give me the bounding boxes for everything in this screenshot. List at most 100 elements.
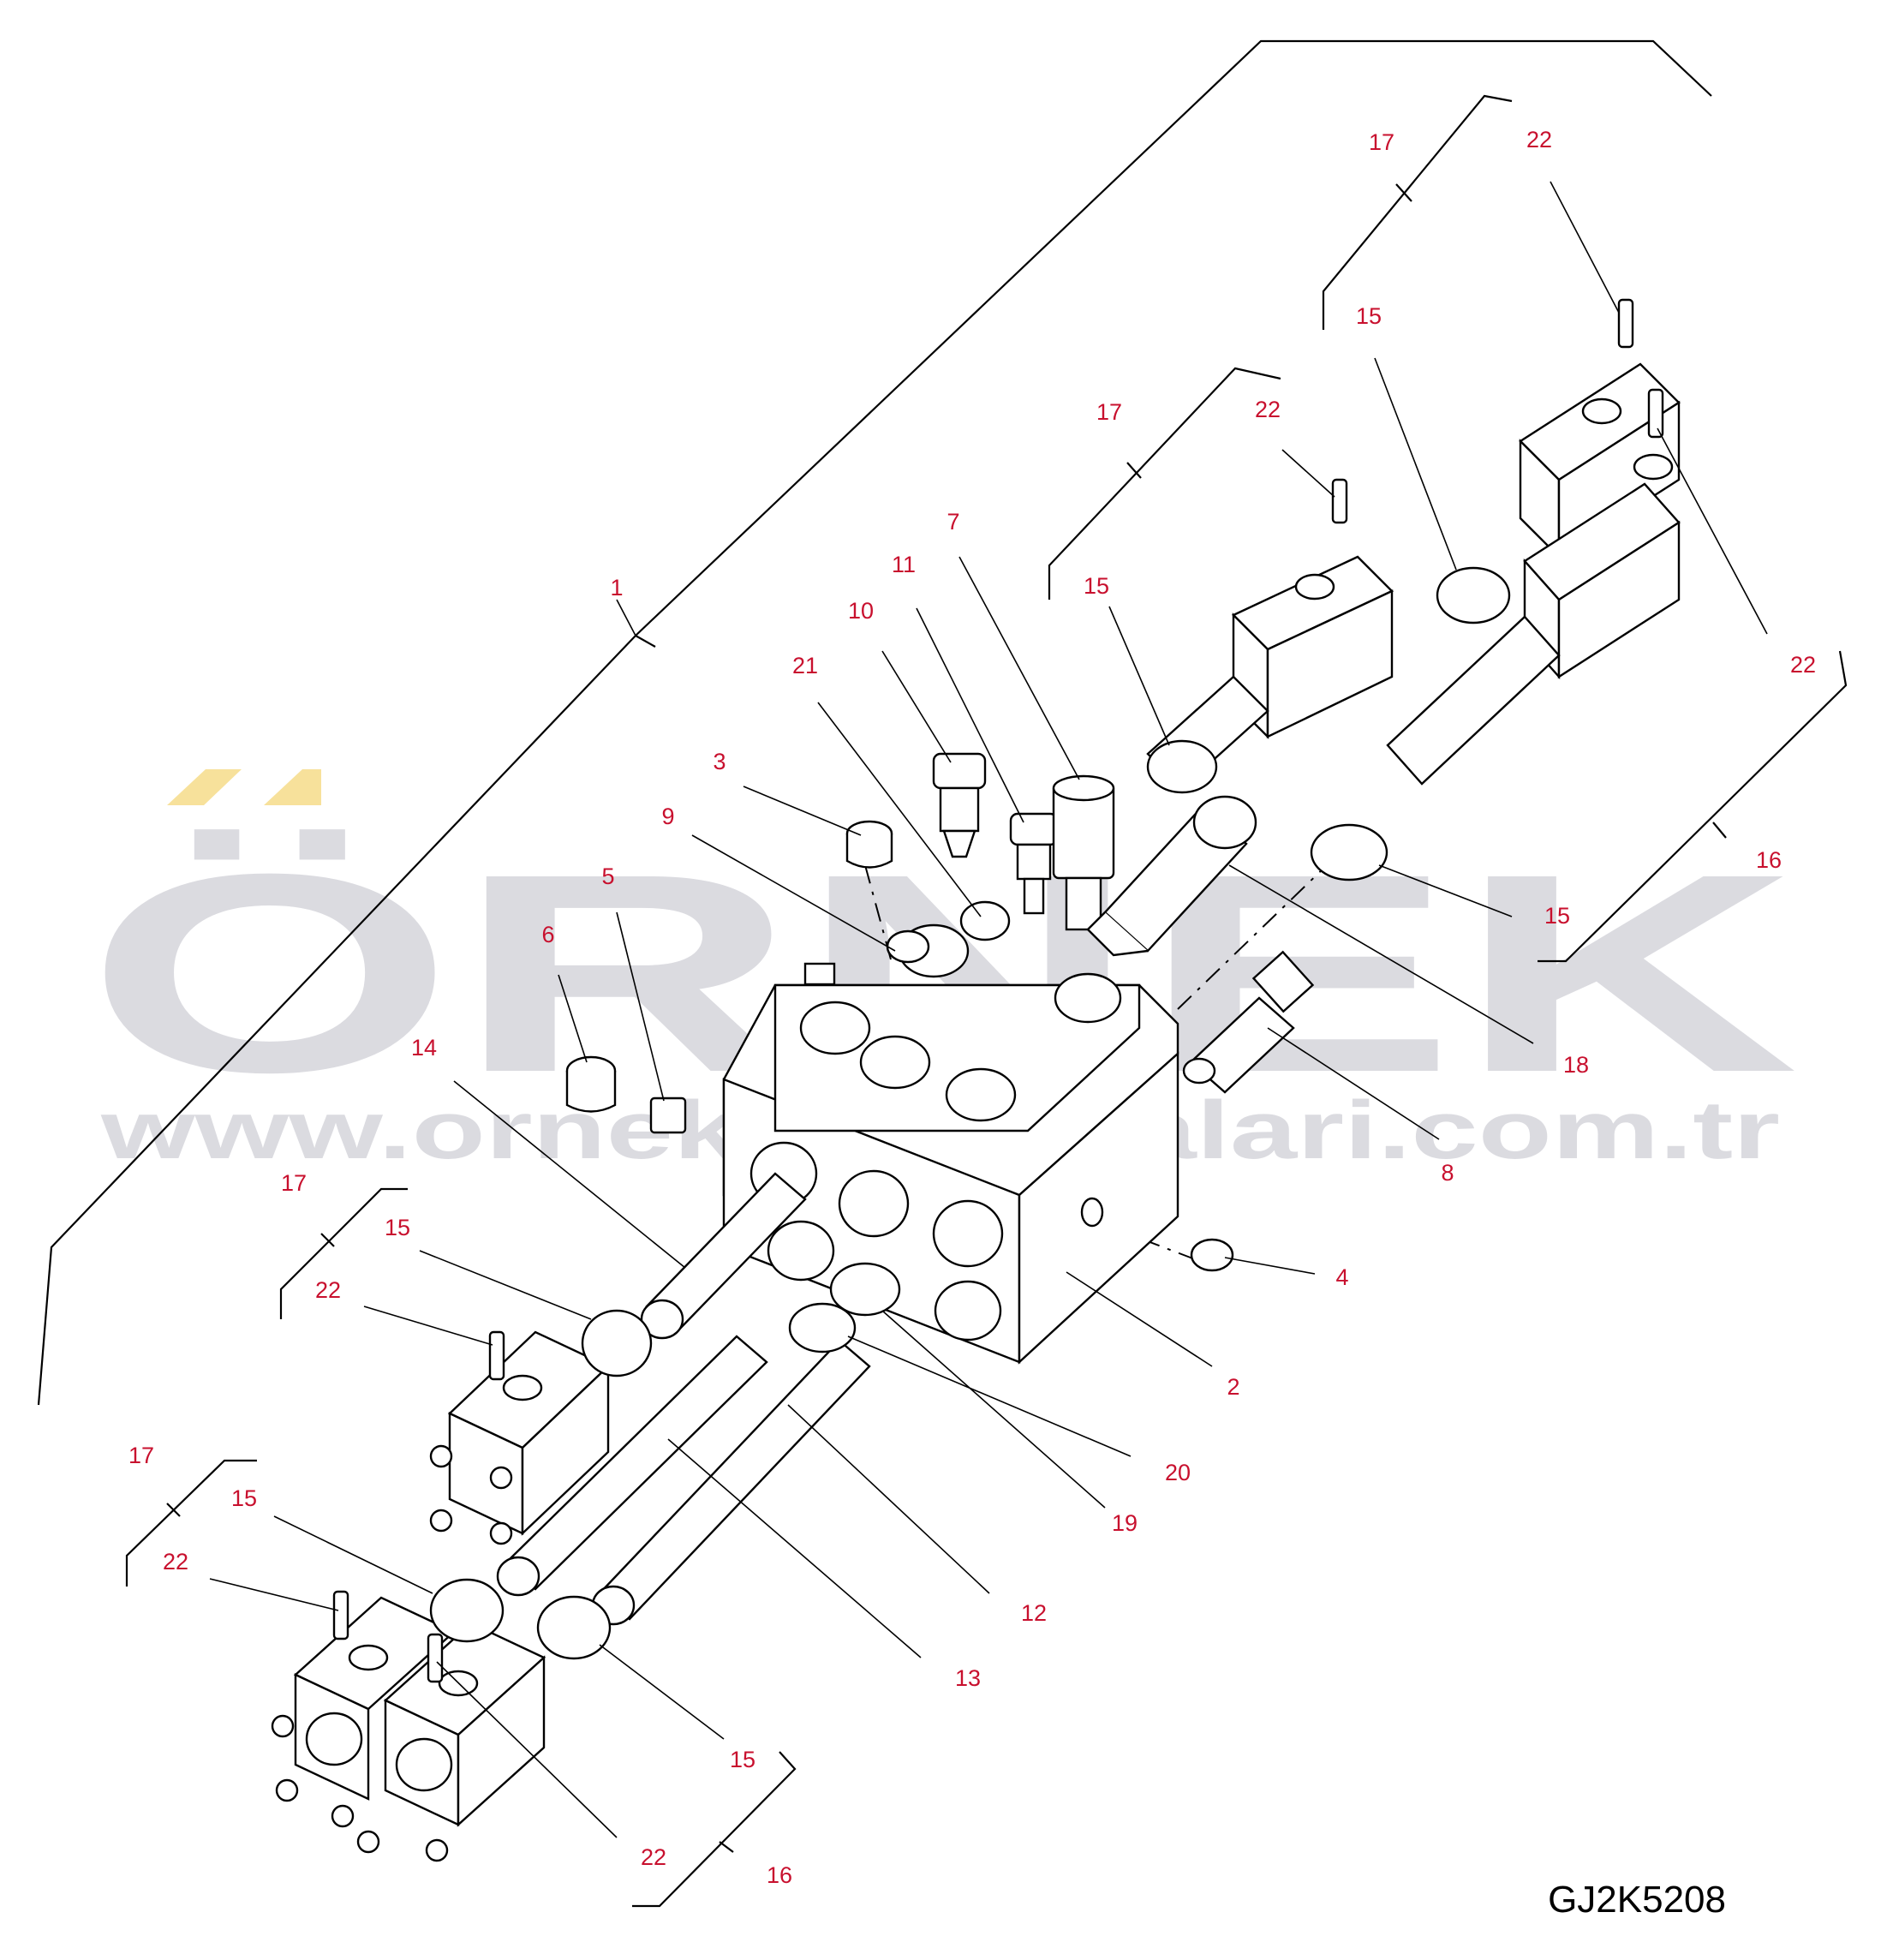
- valve-body-front-port-4: [767, 1220, 835, 1282]
- grease-fitting-bottom-left-a: [332, 1590, 349, 1640]
- leader-3: [743, 786, 862, 836]
- valve-body-tag: [803, 962, 836, 986]
- cap-top-right-b-side: [1557, 520, 1681, 679]
- callout-7: 7: [946, 509, 959, 535]
- leader-22f: [436, 1661, 618, 1838]
- leader-13: [667, 1438, 922, 1658]
- callout-6: 6: [541, 922, 554, 947]
- cap-top-right-a-side: [1557, 400, 1681, 559]
- ring-20: [788, 1302, 857, 1353]
- cap-bottom-left-port-a: [348, 1644, 389, 1671]
- cap-assembly-bottom-left: [271, 1578, 612, 1862]
- cap-assembly-lower-left: [429, 1309, 653, 1545]
- sleeve-5: [649, 1097, 687, 1134]
- bolt-bottom-left-4: [356, 1830, 380, 1854]
- cap-assembly-middle: [1146, 478, 1394, 794]
- cap-lower-left-side: [521, 1364, 610, 1536]
- cap-top-right-port-a: [1581, 397, 1622, 425]
- leader-15b: [1108, 606, 1170, 746]
- bracket-assembly-1: [37, 39, 1712, 1406]
- drawing-code: GJ2K5208: [1548, 1879, 1726, 1921]
- top-cartridges: [565, 752, 1234, 1272]
- bolt-lower-left-2: [429, 1509, 453, 1533]
- watermark-accent-right: [264, 769, 321, 805]
- cap-assembly-top-right: [1310, 298, 1681, 881]
- callout-22-lower-left: 22: [315, 1277, 341, 1303]
- spool-18-tip: [1086, 911, 1149, 957]
- cartridge-11-stem: [1023, 877, 1045, 915]
- valve-body-port-4: [1054, 972, 1122, 1024]
- leader-4: [1224, 1257, 1316, 1275]
- callout-17-top-right: 17: [1369, 129, 1394, 155]
- callout-15-right: 15: [1544, 903, 1570, 929]
- leader-5: [616, 911, 665, 1102]
- leader-15d: [419, 1250, 592, 1320]
- valve-body-front-port-3: [932, 1199, 1004, 1268]
- cap-bottom-left-face-b: [395, 1737, 453, 1792]
- leader-2: [1066, 1271, 1213, 1367]
- callout-11: 11: [892, 552, 916, 577]
- callout-15-bottom-left: 15: [231, 1485, 257, 1511]
- leader-lines: [209, 181, 1768, 1838]
- bracket-17-lower-left-tick: [320, 1233, 335, 1247]
- grease-fitting-bottom-left-b: [427, 1633, 444, 1683]
- leader-15f: [599, 1644, 725, 1740]
- bolt-bottom-left-5: [425, 1838, 449, 1862]
- oring-bottom-left-a: [429, 1578, 505, 1643]
- oring-bottom-left-b: [536, 1595, 612, 1660]
- oring-lower-left: [581, 1309, 653, 1377]
- callout-20: 20: [1165, 1460, 1191, 1485]
- spool-13-end: [496, 1556, 540, 1597]
- cap-lower-left-port: [502, 1374, 543, 1401]
- leader-12: [787, 1404, 990, 1594]
- cap-middle-port: [1294, 573, 1335, 601]
- spool-18-end: [1192, 795, 1257, 850]
- callout-14: 14: [411, 1035, 437, 1061]
- cap-bottom-left-b-side: [457, 1655, 546, 1827]
- callout-1: 1: [610, 575, 623, 601]
- valve-body-front-port-5: [934, 1280, 1002, 1342]
- callout-17-bottom-left: 17: [128, 1443, 154, 1468]
- leader-22b: [1281, 449, 1335, 498]
- leader-22c: [1657, 427, 1768, 635]
- bracket-16-right-tick: [1712, 822, 1727, 839]
- callout-17-middle: 17: [1096, 399, 1122, 425]
- callout-13: 13: [955, 1665, 981, 1691]
- callout-22-bottom-left: 22: [163, 1549, 188, 1575]
- bracket-16-bottom: [632, 1751, 797, 1908]
- callout-15-lower-left: 15: [385, 1215, 410, 1240]
- leader-14: [453, 1080, 686, 1269]
- grease-fitting-middle: [1331, 478, 1348, 524]
- callout-labels: 1 2 3 4 5 6 7 8 9 10 11 12 13 14 15 15 1…: [128, 127, 1816, 1888]
- leader-22d: [363, 1306, 493, 1346]
- leader-18: [1228, 864, 1534, 1044]
- leader-1: [616, 599, 636, 636]
- callout-22-bottom: 22: [641, 1844, 666, 1870]
- callout-21: 21: [792, 653, 818, 678]
- callout-9: 9: [661, 804, 674, 829]
- bracket-17-bottom-left: [125, 1459, 257, 1587]
- callout-22-top-right: 22: [1526, 127, 1552, 152]
- valve-body-port-1: [799, 1001, 871, 1055]
- cap-21: [959, 900, 1011, 941]
- leader-20: [847, 1336, 1132, 1457]
- leader-22e: [209, 1578, 339, 1611]
- leader-21: [817, 702, 982, 917]
- spool-14-end: [640, 1299, 684, 1340]
- valve-body-port-3: [945, 1067, 1017, 1122]
- leader-15c: [1378, 864, 1513, 917]
- cartridge-11-body: [1016, 843, 1052, 881]
- oring-top-right-b: [1310, 823, 1388, 881]
- valve-body-side-port: [1080, 1197, 1104, 1228]
- leader-22a: [1550, 181, 1620, 314]
- valve-body: [722, 923, 1179, 1365]
- check-8-hex: [1251, 950, 1315, 1013]
- leader-15e: [273, 1515, 433, 1594]
- spring-top-right: [1386, 615, 1561, 786]
- bracket-17-top-right: [1322, 94, 1513, 330]
- oring-middle: [1146, 739, 1218, 794]
- callout-5: 5: [601, 863, 614, 889]
- bracket-16-bottom-tick: [719, 1841, 734, 1853]
